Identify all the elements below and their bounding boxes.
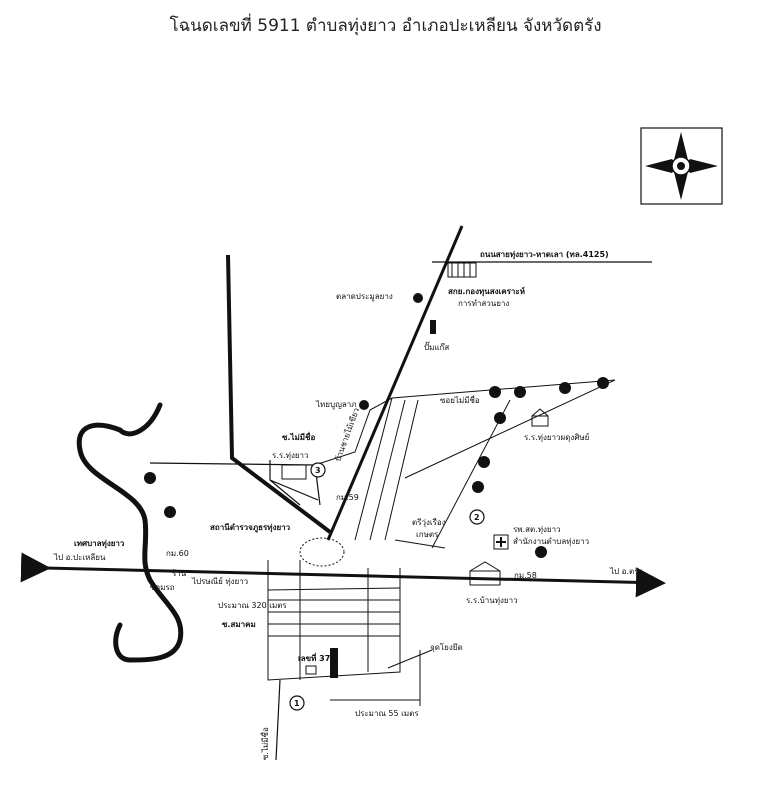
municipality-label: เทศบาลทุ่งยาว bbox=[74, 539, 125, 549]
road-lower-left bbox=[149, 462, 321, 506]
km-60-label: กม.60 bbox=[166, 549, 189, 558]
soi-no-name-bottom-label: ซ.ไม่มีชื่อ bbox=[259, 727, 270, 760]
cross-icon bbox=[493, 534, 509, 550]
road-to-bypass bbox=[394, 539, 446, 549]
parcel-number-label: เลขที่ 37 bbox=[298, 652, 330, 663]
thai-house-label: ไทยบูญลาภ bbox=[315, 400, 357, 410]
svg-text:การทำสวนยาง: การทำสวนยาง bbox=[458, 299, 509, 308]
soi-samakom-label: ซ.สมาคม bbox=[222, 620, 256, 629]
direction-left-label: ไป อ.ปะเหลียน bbox=[53, 553, 106, 562]
hospital-label: รพ.สต.ทุ่งยาว bbox=[513, 525, 561, 534]
road-to-hospital bbox=[404, 379, 616, 479]
ag-shop-label: ตรีวุ่งเรือง bbox=[412, 518, 446, 527]
road-diagonal-1 bbox=[354, 397, 393, 541]
police-label: สถานีตำรวจภูธรทุ่งยาว bbox=[210, 522, 291, 533]
farm-office-label: สกย.กองทุนสงเคราะห์ bbox=[448, 286, 525, 297]
highway-4125 bbox=[326, 225, 464, 541]
tree-icon bbox=[144, 293, 609, 518]
gas-station-label: ปั๊มแก๊ส bbox=[424, 341, 449, 352]
marker-3: 3 bbox=[315, 466, 321, 475]
road-diagonal-3 bbox=[384, 399, 419, 541]
highway-label: ถนนสายทุ่งยาว-หาดเลา (ทล.4125) bbox=[480, 250, 609, 260]
west-road bbox=[226, 254, 332, 534]
marker-2: 2 bbox=[474, 513, 480, 522]
road-diagonal-2 bbox=[369, 399, 406, 541]
road-bypass-north bbox=[314, 397, 393, 466]
distance-55-label: ประมาณ 55 เมตร bbox=[355, 709, 419, 718]
km-58-label: กม.58 bbox=[514, 571, 537, 580]
direction-right-label: ไป อ.ตรัง bbox=[609, 567, 642, 576]
rubber-market-label: ตลาดประมูลยาง bbox=[336, 292, 393, 302]
building-icon bbox=[281, 262, 549, 586]
reference-point-label: จุดโยงยึด bbox=[430, 642, 463, 652]
soi-no-name-right-label: ซอยไม่มีชื่อ bbox=[440, 394, 480, 405]
page-title: โฉนดเลขที่ 5911 ตำบลทุ่งยาว อำเภอปะเหลีย… bbox=[169, 16, 602, 36]
soi-no-name-label: ซ.ไม่มีชื่อ bbox=[282, 431, 315, 442]
road-school-loop bbox=[269, 460, 319, 506]
school-2-label: ร.ร.ทุ่งยาวผดุงศิษย์ bbox=[524, 432, 589, 442]
school-3-label: ร.ร.บ้านทุ่งยาว bbox=[466, 596, 518, 605]
road-east-soi bbox=[391, 379, 616, 399]
junction-marker bbox=[299, 537, 345, 567]
marker-1: 1 bbox=[294, 699, 300, 708]
compass-rose-icon bbox=[640, 127, 723, 205]
road-to-ag-shop bbox=[431, 399, 511, 549]
repair-shop-label: ร้าน bbox=[172, 569, 187, 578]
gov-office-label: สำนักงานตำบลทุ่งยาว bbox=[513, 537, 589, 546]
km-59-label: กม.59 bbox=[336, 493, 359, 502]
school-1-label: ร.ร.ทุ่งยาว bbox=[272, 451, 309, 460]
svg-text:เกษตร: เกษตร bbox=[416, 530, 439, 539]
river bbox=[76, 402, 184, 663]
svg-text:ซ่อมรถ: ซ่อมรถ bbox=[150, 583, 175, 592]
distance-320-label: ประมาณ 320 เมตร bbox=[218, 601, 287, 610]
parcel-37 bbox=[330, 648, 338, 678]
main-road bbox=[20, 552, 666, 598]
post-office-label: ไปรษณีย์ ทุ่งยาว bbox=[191, 576, 248, 586]
